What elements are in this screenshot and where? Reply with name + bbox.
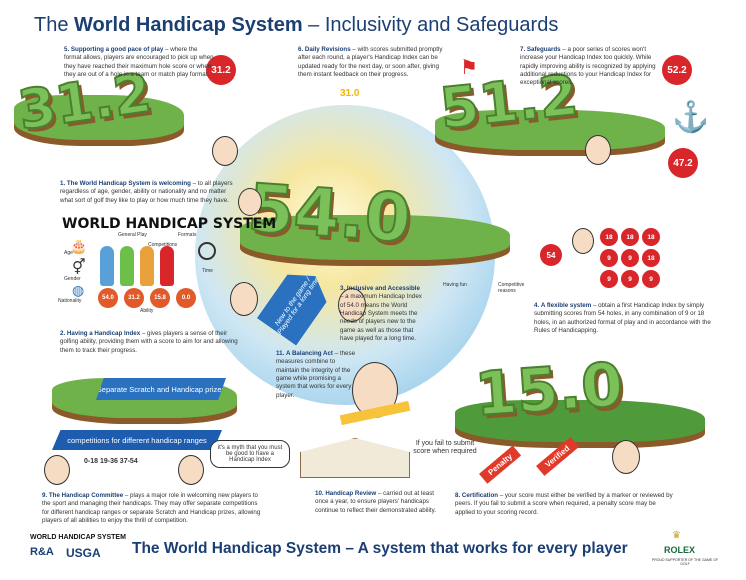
- cake-icon: 🎂: [70, 238, 88, 254]
- island-left: [14, 95, 184, 140]
- man-avatar-flexible: [572, 228, 594, 254]
- round-badge: 9: [600, 270, 618, 288]
- verified-tag: Verified: [536, 437, 579, 476]
- round-badge: 9: [621, 249, 639, 267]
- round-badge: 18: [600, 228, 618, 246]
- score-badge: 15.8: [150, 288, 170, 308]
- round-badge: 18: [642, 249, 660, 267]
- score-badge: 31.2: [124, 288, 144, 308]
- badge-31-2: 31.2: [206, 55, 236, 85]
- round-badge: 18: [621, 228, 639, 246]
- player-figure: [160, 246, 174, 286]
- footer-tagline: The World Handicap System – A system tha…: [132, 540, 628, 557]
- usga-logo: USGA: [66, 546, 101, 560]
- competitions-ranges-ribbon: competitions for different handicap rang…: [52, 430, 222, 450]
- whs-logo-footer: WORLD HANDICAP SYSTEM: [30, 534, 126, 541]
- section-6-text: 6. Daily Revisions – with scores submitt…: [298, 46, 443, 79]
- score-badge: 54.0: [98, 288, 118, 308]
- page-title: The World Handicap System – Inclusivity …: [34, 14, 559, 36]
- score-badge: 0.0: [176, 288, 196, 308]
- girl-avatar-bottom: [178, 455, 204, 485]
- myth-bubble: it's a myth that you must be good to hav…: [210, 440, 290, 468]
- label-having-fun: Having fun: [443, 282, 467, 288]
- section-7-text: 7. Safeguards – a poor series of scores …: [520, 46, 656, 87]
- section-10-text: 10. Handicap Review – carried out at lea…: [315, 490, 436, 514]
- round-badge: 9: [642, 270, 660, 288]
- badge-31-0: 31.0: [340, 88, 360, 99]
- label-competitive-reasons: Competitive reasons: [498, 282, 525, 294]
- label-nationality: Nationality: [58, 298, 82, 304]
- big-number-center: 54.0: [245, 168, 415, 258]
- girl-avatar: [238, 188, 262, 216]
- section-8-text: 8. Certification – your score must eithe…: [455, 492, 673, 516]
- label-time: Time: [202, 268, 213, 274]
- gender-icon: ⚥: [72, 259, 86, 276]
- clock-icon: [198, 242, 216, 260]
- label-formats: Formats: [178, 232, 197, 238]
- man-glasses-avatar: [338, 288, 366, 322]
- clubhouse-illustration: [300, 438, 410, 478]
- woman-headband-avatar: [44, 455, 70, 485]
- section-3-text: 3. Inclusive and Accessible – a maximum …: [340, 285, 422, 343]
- round-badge: 9: [621, 270, 639, 288]
- rolex-logo: ROLEX: [664, 545, 696, 555]
- label-general-play: General Play: [118, 232, 147, 238]
- handicap-round-grid: 18 18 18 9 9 18 9 9 9: [600, 228, 660, 288]
- badge-52-2: 52.2: [662, 55, 692, 85]
- rolex-subtext: PROUD SUPPORTER OF THE GAME OF GOLF: [651, 558, 719, 566]
- flag-icon: ⚑: [460, 57, 478, 79]
- badge-47-2: 47.2: [668, 148, 698, 178]
- globe-icon: ◍: [72, 282, 85, 298]
- round-badge: 18: [642, 228, 660, 246]
- old-man-avatar: [212, 136, 238, 166]
- section-5-text: 5. Supporting a good pace of play – wher…: [64, 46, 214, 79]
- man-avatar-right: [585, 135, 611, 165]
- anchor-icon: ⚓: [672, 101, 710, 134]
- label-gender: Gender: [64, 276, 81, 282]
- island-right: [435, 110, 665, 150]
- section-1-text: 1. The World Handicap System is welcomin…: [60, 180, 233, 204]
- player-figures: [100, 246, 174, 286]
- player-figure: [100, 246, 114, 286]
- player-figure: [120, 246, 134, 286]
- ra-logo: R&A: [30, 546, 54, 558]
- woman-avatar: [230, 282, 258, 316]
- score-badges: 54.0 31.2 15.8 0.0: [98, 288, 196, 308]
- section-4-text: 4. A flexible system – obtain a first Ha…: [534, 302, 711, 335]
- label-ability: Ability: [140, 308, 154, 314]
- island-bottom-right: [455, 400, 705, 442]
- handicap-ranges: 0-18 19-36 37-54: [84, 458, 138, 465]
- man-avatar-bottom-right: [612, 440, 640, 474]
- round-badge: 9: [600, 249, 618, 267]
- whs-diagram-logo: WORLD HANDICAP SYSTEM: [62, 216, 277, 232]
- big-number-bottom: 15.0: [472, 349, 627, 431]
- label-competitions: Competitions: [148, 242, 178, 248]
- rolex-crown-icon: ♛: [672, 530, 681, 541]
- section-9-text: 9. The Handicap Committee – plays a majo…: [42, 492, 261, 525]
- label-age: Age: [64, 250, 73, 256]
- badge-54: 54: [540, 244, 562, 266]
- island-center: [240, 215, 510, 260]
- section-11-text: 11. A Balancing Act – these measures com…: [276, 350, 356, 399]
- fail-submit-text: If you fail to submit score when require…: [413, 440, 477, 456]
- penalty-tag: Penalty: [479, 445, 522, 484]
- player-figure: [140, 246, 154, 286]
- section-2-text: 2. Having a Handicap Index – gives playe…: [60, 330, 238, 354]
- scratch-prizes-ribbon: Separate Scratch and Handicap prizes: [96, 378, 226, 400]
